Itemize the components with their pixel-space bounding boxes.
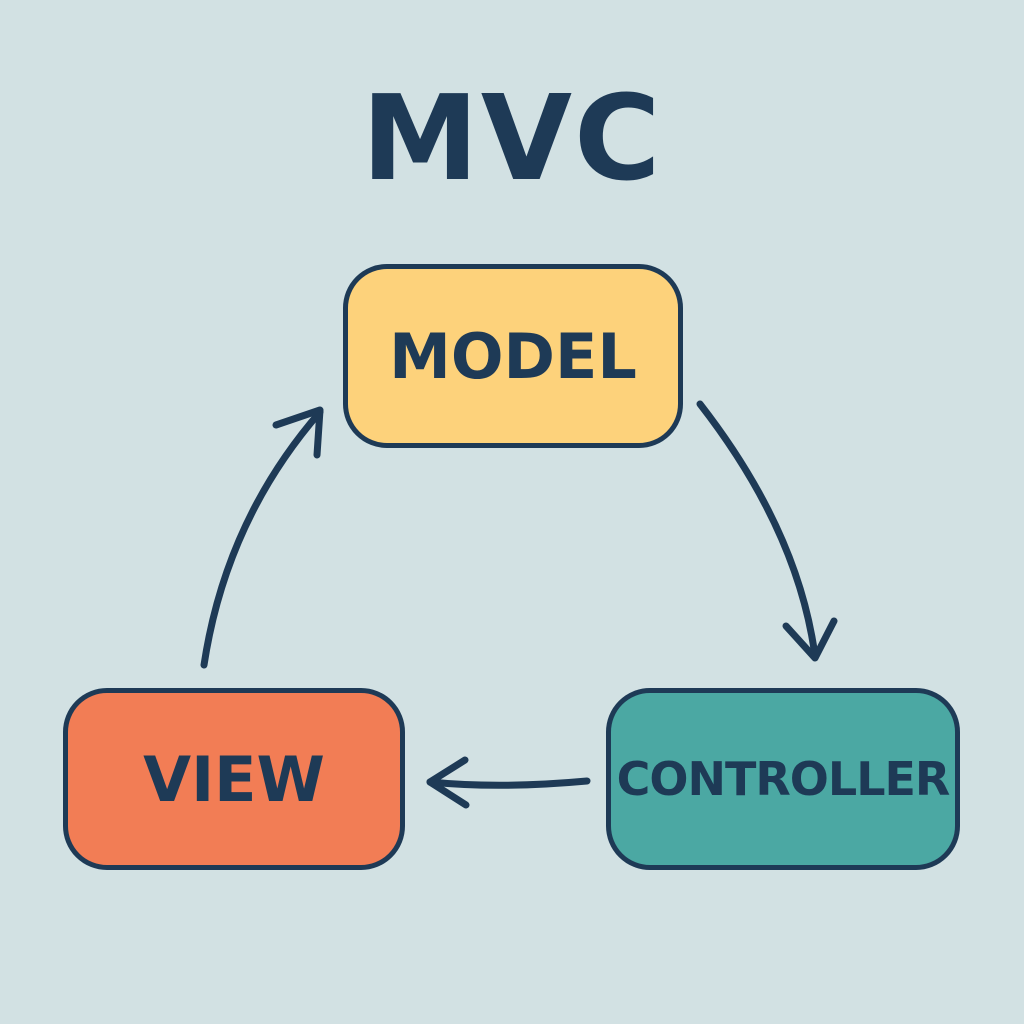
arrow-controller-to-view	[426, 777, 591, 789]
view-box: VIEW	[63, 688, 405, 870]
arrow-model-to-controller	[696, 400, 819, 660]
arrowhead-controller-to-view	[426, 756, 470, 809]
view-label: VIEW	[143, 742, 325, 816]
model-box: MODEL	[343, 264, 683, 448]
arrowhead-model-to-controller	[782, 617, 838, 662]
arrow-view-to-model	[200, 408, 324, 669]
arrowhead-view-to-model	[272, 406, 324, 459]
model-label: MODEL	[389, 319, 637, 393]
controller-box: CONTROLLER	[606, 688, 960, 870]
controller-label: CONTROLLER	[616, 752, 951, 806]
diagram-title: MVC	[361, 69, 663, 207]
